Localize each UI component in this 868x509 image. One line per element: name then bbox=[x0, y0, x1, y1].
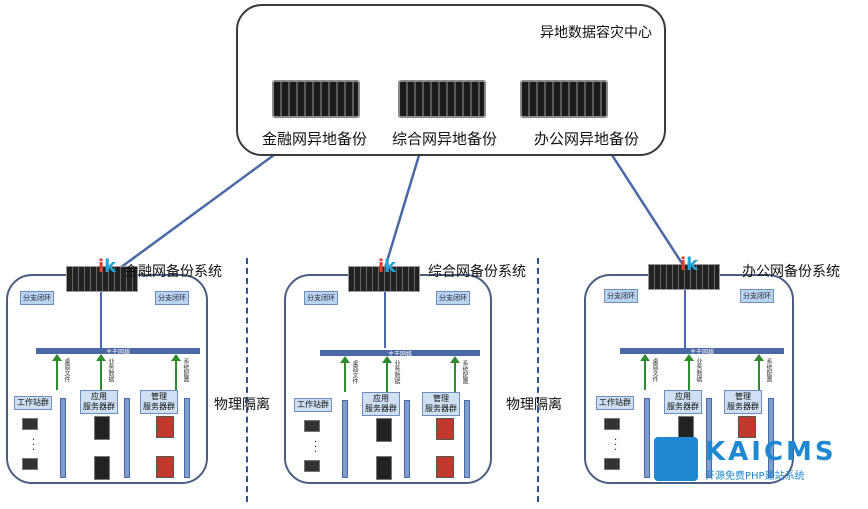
general-dots-1: ··· bbox=[314, 437, 318, 458]
general-server-tower-icon bbox=[376, 418, 392, 442]
office-vtext-1: 桌面文件 bbox=[651, 358, 658, 382]
general-arrow-1 bbox=[340, 356, 350, 392]
finance-backbone: 主干网络 bbox=[36, 348, 200, 356]
office-uplink bbox=[684, 290, 686, 348]
finance-mgmt-server-icon bbox=[156, 416, 174, 438]
office-vtext-2: 业务数据 bbox=[695, 358, 702, 382]
office-app-server-group: 应用 服务器群 bbox=[664, 390, 702, 414]
office-vbar-2 bbox=[706, 398, 712, 478]
finance-backup-server bbox=[66, 266, 138, 292]
finance-branch-ring-left: 分支闭环 bbox=[20, 291, 54, 305]
finance-server-tower-icon-2 bbox=[94, 456, 110, 480]
general-app-server-group: 应用 服务器群 bbox=[362, 392, 400, 416]
center-title: 异地数据容灾中心 bbox=[540, 25, 652, 41]
finance-vtext-3: 系统配置 bbox=[182, 358, 189, 382]
office-mgmt-server-group: 管理 服务器群 bbox=[724, 390, 762, 414]
finance-pc-icon bbox=[22, 418, 38, 430]
finance-vbar-1 bbox=[60, 398, 66, 478]
finance-logo-icon: ik bbox=[98, 256, 117, 277]
finance-branch-ring-right: 分支闭环 bbox=[155, 291, 189, 305]
finance-vbar-2 bbox=[124, 398, 130, 478]
office-pc-icon-2 bbox=[604, 458, 620, 470]
watermark-subtitle: 开源免费PHP建站系统 bbox=[705, 471, 805, 482]
general-arrow-3 bbox=[450, 356, 460, 392]
general-pc-icon-2 bbox=[304, 460, 320, 472]
finance-arrow-1 bbox=[52, 354, 62, 390]
finance-mgmt-server-group: 管理 服务器群 bbox=[140, 390, 178, 414]
general-branch-ring-right: 分支闭环 bbox=[436, 291, 470, 305]
link-finance bbox=[119, 150, 279, 270]
finance-app-server-group: 应用 服务器群 bbox=[80, 390, 118, 414]
finance-arrow-2 bbox=[96, 354, 106, 390]
finance-server-tower-icon bbox=[94, 416, 110, 440]
general-server-tower-icon-2 bbox=[376, 456, 392, 480]
watermark-logo-icon bbox=[654, 437, 698, 481]
general-backbone: 主干网络 bbox=[320, 350, 480, 358]
finance-workstation-group: 工作站群 bbox=[14, 396, 52, 410]
office-branch-ring-left: 分支闭环 bbox=[604, 289, 638, 303]
finance-backup-label: 金融网异地备份 bbox=[262, 130, 368, 148]
general-branch-ring-left: 分支闭环 bbox=[304, 291, 338, 305]
general-vbar-1 bbox=[342, 400, 348, 478]
general-logo-icon: ik bbox=[378, 256, 397, 277]
general-backup-label: 综合网异地备份 bbox=[392, 130, 498, 148]
office-branch-ring-right: 分支闭环 bbox=[740, 289, 774, 303]
office-logo-icon: ik bbox=[680, 254, 699, 275]
disaster-recovery-center: 异地数据容灾中心 金融网异地备份 综合网异地备份 办公网异地备份 bbox=[236, 4, 666, 156]
general-vtext-1: 桌面文件 bbox=[351, 360, 358, 384]
isolation-label-right: 物理隔离 bbox=[506, 397, 562, 413]
finance-vbar-3 bbox=[184, 398, 190, 478]
general-vbar-2 bbox=[404, 400, 410, 478]
office-workstation-group: 工作站群 bbox=[596, 396, 634, 410]
link-general bbox=[383, 151, 422, 269]
finance-backup-system bbox=[6, 274, 208, 484]
office-vtext-3: 系统配置 bbox=[765, 358, 772, 382]
finance-system-title: 金融网备份系统 bbox=[124, 264, 222, 280]
office-arrow-2 bbox=[684, 354, 694, 390]
watermark-title: KAICMS bbox=[705, 437, 837, 467]
finance-uplink bbox=[100, 292, 102, 348]
finance-vtext-1: 桌面文件 bbox=[63, 358, 70, 382]
general-mgmt-server-icon bbox=[436, 418, 454, 440]
office-pc-icon bbox=[604, 418, 620, 430]
general-vtext-2: 业务数据 bbox=[393, 360, 400, 384]
finance-pc-icon-2 bbox=[22, 458, 38, 470]
isolation-label-left: 物理隔离 bbox=[214, 397, 270, 413]
finance-vtext-2: 业务数据 bbox=[107, 358, 114, 382]
general-pc-icon bbox=[304, 420, 320, 432]
general-storage-rack bbox=[398, 80, 486, 118]
finance-dots-1: ··· bbox=[32, 435, 36, 456]
office-backup-label: 办公网异地备份 bbox=[534, 130, 640, 148]
office-arrow-3 bbox=[754, 354, 764, 390]
general-backup-server bbox=[348, 266, 420, 292]
divider-right bbox=[537, 258, 539, 502]
office-vbar-1 bbox=[644, 398, 650, 478]
office-dots-1: ··· bbox=[614, 435, 618, 456]
general-vtext-3: 系统配置 bbox=[461, 360, 468, 384]
office-backbone: 主干网络 bbox=[620, 348, 784, 356]
link-office bbox=[608, 151, 687, 269]
general-uplink bbox=[384, 292, 386, 348]
office-system-title: 办公网备份系统 bbox=[742, 264, 840, 280]
general-system-title: 综合网备份系统 bbox=[428, 264, 526, 280]
office-vbar-3 bbox=[768, 398, 774, 478]
office-storage-rack bbox=[520, 80, 608, 118]
general-mgmt-server-icon-2 bbox=[436, 456, 454, 478]
general-backup-system bbox=[284, 274, 492, 484]
general-workstation-group: 工作站群 bbox=[294, 398, 332, 412]
finance-storage-rack bbox=[272, 80, 360, 118]
general-arrow-2 bbox=[382, 356, 392, 392]
finance-arrow-3 bbox=[171, 354, 181, 390]
office-backup-server bbox=[648, 264, 720, 290]
finance-mgmt-server-icon-2 bbox=[156, 456, 174, 478]
office-mgmt-server-icon bbox=[738, 416, 756, 438]
general-vbar-3 bbox=[464, 400, 470, 478]
office-arrow-1 bbox=[640, 354, 650, 390]
general-mgmt-server-group: 管理 服务器群 bbox=[422, 392, 460, 416]
divider-left bbox=[246, 258, 248, 502]
